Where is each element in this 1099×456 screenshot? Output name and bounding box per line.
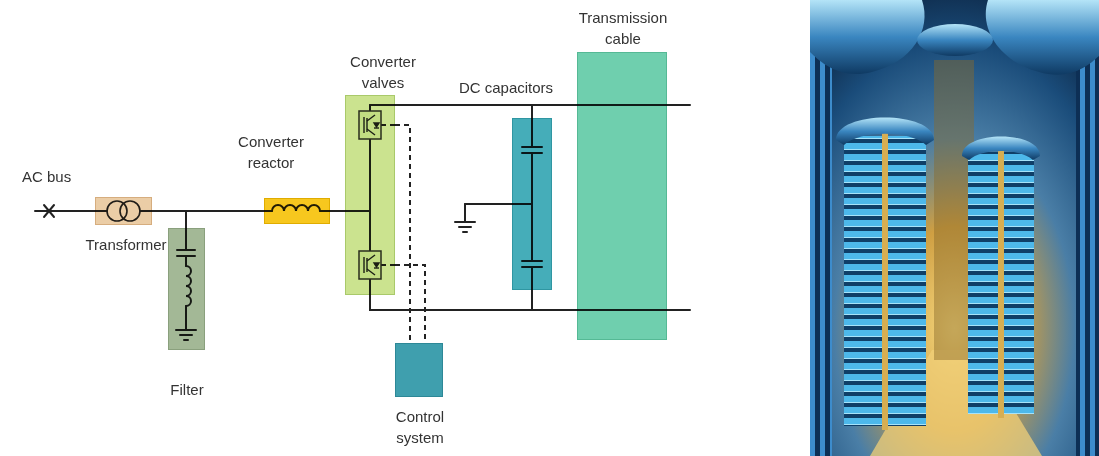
converter-valves-box: Converter valves (345, 95, 395, 295)
control-system-box: Control system (395, 343, 443, 397)
filter-box: Filter (168, 228, 205, 350)
tower-spine (998, 144, 1004, 418)
component-label: Converter valves (341, 51, 425, 93)
breaker-symbol (44, 205, 54, 217)
component-label: Converter reactor (229, 131, 313, 173)
wire (395, 105, 532, 118)
transmission-cable-box: Transmission cable (577, 52, 667, 340)
dc-capacitor-box: DC capacitors (512, 118, 552, 290)
corona-shield (810, 0, 925, 74)
reactor-box: Converter reactor (264, 198, 330, 224)
bus-label: AC bus (22, 166, 71, 187)
ground-symbol (455, 221, 475, 223)
tower-cap (962, 137, 1040, 161)
valve-tower (844, 136, 882, 426)
wire (330, 210, 345, 212)
corona-shield (986, 0, 1099, 75)
wire (532, 105, 577, 118)
valve-tower (888, 136, 926, 426)
component-label: DC capacitors (421, 77, 591, 98)
tower-spine (882, 126, 888, 430)
hall-wall (810, 0, 832, 456)
valve-tower (1004, 152, 1034, 414)
ground-wire (464, 204, 466, 222)
tower-cap (836, 118, 934, 146)
control-signal (395, 265, 425, 343)
ground-symbol (459, 226, 471, 228)
valve-hall-photo (810, 0, 1099, 456)
hall-background (810, 0, 1099, 456)
control-signal (395, 125, 410, 343)
wire (152, 211, 186, 228)
component-label: Transmission cable (567, 7, 679, 49)
transformer-box: Transformer (95, 197, 152, 225)
ac-bus-wire (35, 210, 95, 212)
valve-tower (968, 152, 998, 414)
wire (532, 290, 577, 310)
wire (152, 210, 264, 212)
corona-shield (917, 24, 993, 56)
breaker-symbol (44, 205, 54, 217)
component-label: Filter (137, 379, 237, 400)
component-label: Control system (384, 406, 456, 448)
ground-symbol (463, 231, 467, 233)
